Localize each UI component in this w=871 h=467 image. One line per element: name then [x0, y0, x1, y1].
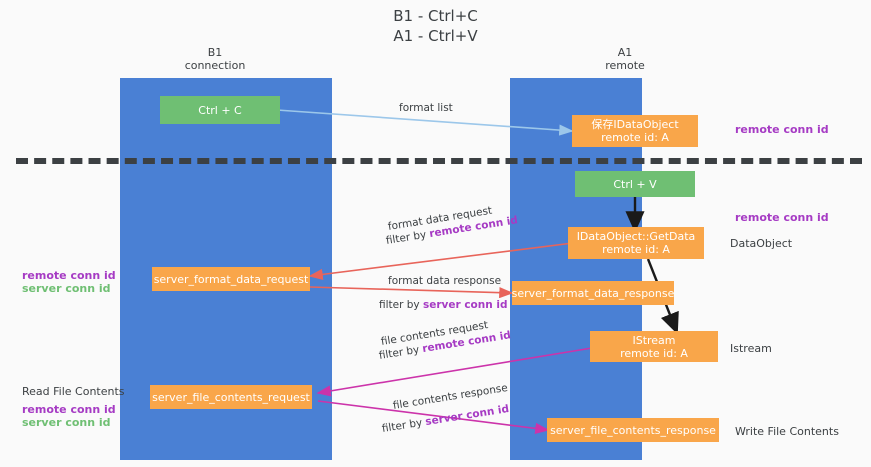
node-istream[interactable]: IStream remote id: A — [590, 331, 718, 362]
node-server-file-contents-request[interactable]: server_file_contents_request — [150, 385, 312, 409]
node-ctrl-c[interactable]: Ctrl + C — [160, 96, 280, 124]
annotation-left-server-conn-id-2: server conn id — [22, 416, 111, 429]
phase-divider — [16, 158, 862, 164]
column-header-a1: A1 remote — [605, 46, 645, 72]
filter-prefix: filter by — [381, 416, 427, 435]
annotation-left-remote-conn-id-2: remote conn id — [22, 403, 116, 416]
node-server-format-data-request[interactable]: server_format_data_request — [152, 267, 310, 291]
edge-label-format-data-response: format data response — [388, 275, 502, 287]
annotation-read-file-contents: Read File Contents — [22, 385, 125, 398]
node-save-idataobject[interactable]: 保存IDataObject remote id: A — [572, 115, 698, 147]
column-header-b1: B1 connection — [184, 46, 246, 72]
diagram-title: B1 - Ctrl+C A1 - Ctrl+V — [393, 7, 478, 45]
annotation-left-remote-conn-id: remote conn id — [22, 269, 116, 282]
edge-label-format-list: format list — [399, 102, 453, 114]
annotation-istream: Istream — [730, 342, 772, 355]
node-server-format-data-response[interactable]: server_format_data_response — [512, 281, 674, 305]
node-ctrl-v[interactable]: Ctrl + V — [575, 171, 695, 197]
annotation-remote-conn-id-top: remote conn id — [735, 123, 829, 136]
filter-prefix: filter by — [379, 299, 423, 311]
node-server-file-contents-response[interactable]: server_file_contents_response — [547, 418, 719, 442]
node-idataobject-getdata[interactable]: IDataObject::GetData remote id: A — [568, 227, 704, 259]
filter-key: server conn id — [422, 299, 508, 311]
filter-key: server conn id — [424, 402, 510, 429]
edge-label-format-data-response-filter: filter by server conn id — [379, 298, 508, 312]
annotation-dataobject: DataObject — [730, 237, 793, 250]
annotation-remote-conn-id-mid: remote conn id — [735, 211, 829, 224]
annotation-write-file-contents: Write File Contents — [735, 425, 839, 438]
annotation-left-server-conn-id: server conn id — [22, 282, 111, 295]
